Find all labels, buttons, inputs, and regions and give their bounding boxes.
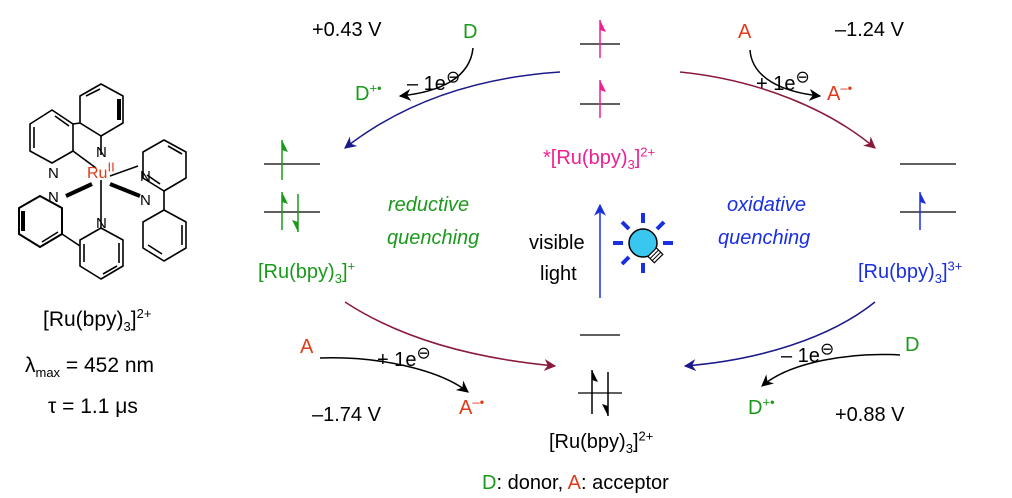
electron-step-top-left: – 1e⊖ (407, 67, 461, 95)
oxidative-quenching-line1: oxidative (727, 194, 806, 216)
cycle-arrow-top-right (679, 71, 876, 149)
ru-bpy3-structure (18, 83, 187, 280)
nitrogen-labels: N N N N N N (48, 144, 151, 232)
lifetime: τ = 1.1 μs (48, 395, 138, 418)
complex-formula: [Ru(bpy)3]2+ (43, 306, 152, 335)
donor-bottom: D (905, 334, 920, 356)
cycle-arrow-bottom-left (344, 301, 557, 371)
excited-state-label: *[Ru(bpy)3]2+ (543, 144, 656, 172)
donor-arrow-top (398, 47, 474, 101)
potential-bottom-left: –1.74 V (312, 404, 381, 426)
n-atom-1: N (96, 144, 107, 161)
electron-step-bottom-left: + 1e⊖ (377, 343, 431, 371)
orbitals-oxidized (900, 163, 956, 230)
n-atom-2: N (48, 165, 59, 182)
acceptor-arrow-top (749, 49, 822, 101)
legend: D: donor, A: acceptor (482, 473, 669, 493)
electron-step-bottom-right: – 1e⊖ (781, 339, 835, 367)
legend-acceptor-letter: A (567, 472, 581, 494)
reductive-quenching-line1: reductive (388, 194, 470, 216)
visible-light-line1: visible (529, 232, 585, 254)
donor-radical-top: D+• (355, 80, 382, 105)
acceptor-arrow-bottom (319, 357, 469, 393)
oxidative-quenching-line2: quenching (718, 227, 811, 249)
reduced-state-label: [Ru(bpy)3]+ (258, 258, 356, 286)
electron-step-top-right: + 1e⊖ (756, 67, 810, 95)
oxidized-state-label: [Ru(bpy)3]3+ (858, 258, 963, 286)
lambda-max: λmax = 452 nm (25, 354, 155, 381)
cycle-arrow-bottom-right (683, 301, 876, 372)
legend-acceptor-text: : acceptor (580, 472, 669, 494)
donor-radical-bottom: D+• (748, 394, 775, 419)
acceptor-radical-top: A–• (827, 80, 853, 105)
cycle-arrow-top-left (344, 71, 561, 149)
acceptor-bottom: A (300, 336, 314, 358)
acceptor-radical-bottom: A–• (459, 394, 485, 419)
potential-bottom-right: +0.88 V (835, 404, 905, 426)
orbitals-reduced (264, 140, 320, 232)
legend-donor-letter: D (482, 472, 497, 494)
donor-arrow-bottom (761, 353, 901, 387)
potential-top-right: –1.24 V (835, 19, 904, 41)
legend-donor-text: : donor, (496, 472, 568, 494)
ru-center-label: RuII (87, 159, 115, 182)
n-atom-5: N (48, 189, 59, 206)
orbitals-ground (578, 334, 622, 416)
light-bulb-icon (613, 213, 673, 273)
n-atom-3: N (140, 168, 151, 185)
potential-top-left: +0.43 V (312, 19, 382, 41)
ground-state-label: [Ru(bpy)3]2+ (549, 428, 654, 456)
visible-light-line2: light (540, 263, 577, 285)
donor-top: D (463, 21, 478, 43)
reductive-quenching-line2: quenching (387, 227, 480, 249)
n-atom-4: N (140, 192, 151, 209)
acceptor-top: A (738, 21, 752, 43)
n-atom-6: N (96, 215, 107, 232)
orbitals-excited (580, 20, 620, 118)
